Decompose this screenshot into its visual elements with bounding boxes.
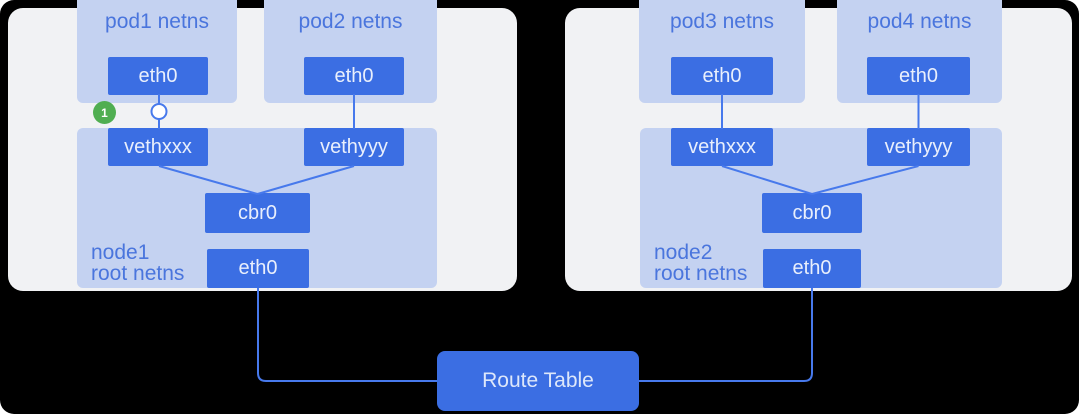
pod4-netns-box: pod4 netns (837, 0, 1002, 103)
node1-label-line2: root netns (91, 262, 185, 285)
node2-vethxxx-box: vethxxx (671, 128, 773, 166)
node1-cbr0-box: cbr0 (205, 193, 310, 233)
node2-eth0-box: eth0 (763, 249, 861, 288)
node2-root-netns-label: node2 root netns (654, 242, 747, 284)
step-1-badge-icon: 1 (93, 101, 116, 124)
pod3-netns-label: pod3 netns (670, 10, 774, 33)
route-table-box: Route Table (437, 351, 639, 411)
node1-eth0-box: eth0 (207, 249, 309, 288)
node2-label-line1: node2 (654, 241, 713, 264)
pod2-netns-label: pod2 netns (298, 10, 403, 33)
pod4-eth0-box: eth0 (867, 57, 970, 95)
node1-card: pod1 netns pod2 netns node1 root netns e… (8, 0, 517, 291)
node2-cbr0-box: cbr0 (762, 193, 862, 233)
node1-vethxxx-box: vethxxx (108, 128, 208, 166)
pod1-eth0-box: eth0 (108, 57, 208, 95)
node1-vethyyy-box: vethyyy (304, 128, 404, 166)
link-node1-eth0-route-table (257, 288, 437, 382)
pod2-eth0-box: eth0 (304, 57, 404, 95)
pod4-netns-label: pod4 netns (867, 10, 972, 33)
node2-vethyyy-box: vethyyy (867, 128, 970, 166)
pod3-eth0-box: eth0 (671, 57, 773, 95)
node2-card: pod3 netns pod4 netns node2 root netns e… (565, 0, 1072, 291)
node1-root-netns-label: node1 root netns (91, 242, 184, 284)
link-node2-eth0-route-table (639, 288, 813, 382)
pod1-netns-label: pod1 netns (105, 10, 209, 33)
node2-label-line2: root netns (654, 262, 748, 285)
node1-label-line1: node1 (91, 241, 150, 264)
